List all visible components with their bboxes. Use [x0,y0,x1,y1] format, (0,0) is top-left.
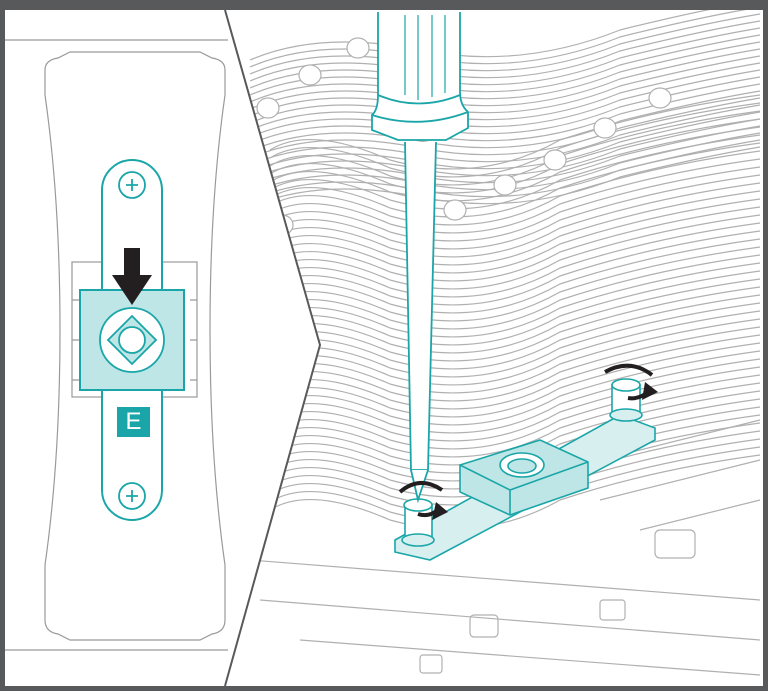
heatsink-fin [269,102,761,178]
heatsink-fin [249,90,761,152]
down-arrow-icon [112,248,152,305]
inset-screw-top [118,171,146,199]
heatsink-fin [269,262,761,338]
heatsink-fin [269,358,761,434]
screwdriver-icon [371,12,469,504]
center-badge [99,307,165,373]
heatsink-fin [249,111,761,173]
heatpipe-cap [443,199,467,221]
heatsink-fin [269,158,761,234]
heatsink-fin [269,166,761,242]
heatsink-fin [269,198,761,274]
heatsink-fin [249,55,761,117]
heatsink-fin [269,254,761,330]
heatsink-fin [269,278,761,354]
heatsink-fin [269,182,761,258]
heatsink-fin [269,110,761,186]
heatsink-fin [269,190,761,266]
heatsink-fin [269,222,761,298]
heatsink-fin [269,326,761,402]
heatpipe-cap [298,64,322,86]
heatsink-fin [269,206,761,282]
heatsink-fin [269,302,761,378]
rotate-arrowhead [432,382,658,520]
heatsink-fin [249,41,761,103]
inset-screw-bottom [118,482,146,510]
mounting-bar [394,378,656,561]
heatsink-fin [249,104,761,166]
heatsink-fin [269,230,761,306]
heatsink-fin [269,294,761,370]
heatsink-fin [249,139,761,201]
heatsink-fin [249,20,761,82]
heatsink-fin [249,48,761,110]
heatsink-fin [269,270,761,346]
heatsink-fin [249,13,761,75]
heatpipe-cap [346,37,370,59]
cpu-cooler-heatsink [249,0,761,676]
heatsink-fin [269,214,761,290]
heatsink-fin [269,318,761,394]
heatsink-fin [269,342,761,418]
heatsink-fin [269,246,761,322]
panel-label-badge: E [117,407,150,437]
heatsink-fin [249,62,761,124]
heatsink-fin [249,0,761,61]
heatsink-fin [269,134,761,210]
heatsink-fin [249,34,761,96]
heatsink-fin [269,366,761,442]
heatsink-fin [269,238,761,314]
heatsink-fin [269,310,761,386]
heatsink-fin [249,27,761,89]
heatsink-fin [249,146,761,208]
heatsink-fin [269,382,761,458]
heatsink-fin [269,94,761,170]
heatpipe-cap [256,97,280,119]
heatsink-fin [249,6,761,68]
heatsink-fin [249,69,761,131]
heatsink-fin [249,76,761,138]
heatpipe-cap [543,149,567,171]
heatsink-fin [249,83,761,145]
heatsink-fin [269,174,761,250]
heatsink-fin [269,150,761,226]
heatsink-fin [269,334,761,410]
heatsink-fin [269,350,761,426]
heatsink-fin [269,286,761,362]
heatsink-fin [249,97,761,159]
heatpipe-cap [593,117,617,139]
heatpipe-cap [648,87,672,109]
heatpipe-cap [493,174,517,196]
heatsink-fin [269,374,761,450]
